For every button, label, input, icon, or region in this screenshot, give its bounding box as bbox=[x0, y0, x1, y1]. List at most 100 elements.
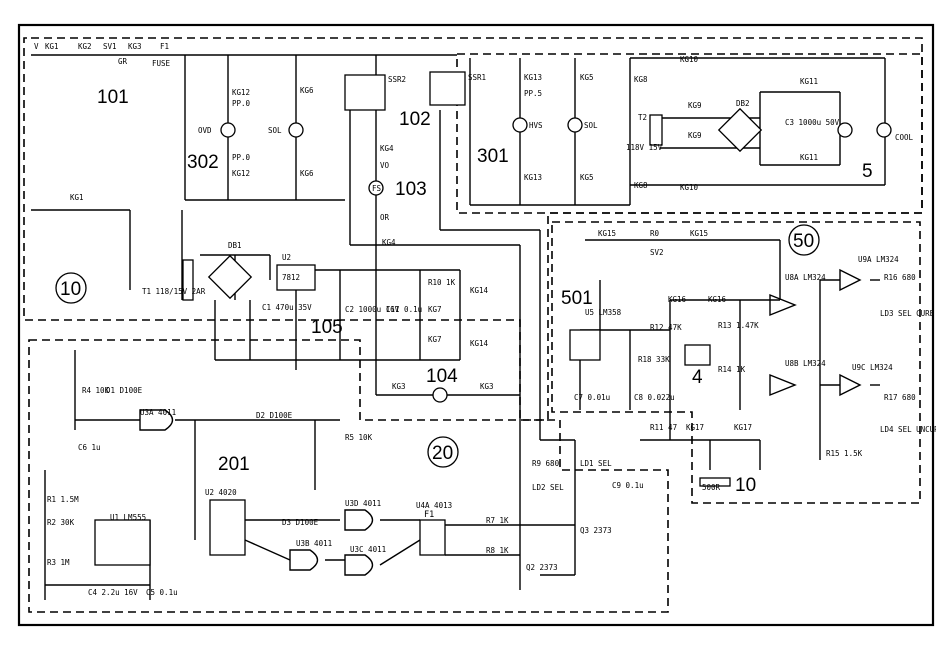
component-label: C11 0.1u bbox=[386, 305, 422, 314]
component-label: KG12 bbox=[232, 88, 250, 97]
module-20-label: 20 bbox=[432, 443, 453, 464]
component-label: R9 680 bbox=[532, 459, 560, 468]
callout-105: 105 bbox=[311, 317, 343, 338]
component-label: KG8 bbox=[634, 75, 648, 84]
component-label: D2 D100E bbox=[256, 411, 293, 420]
module-50-label: 50 bbox=[793, 231, 814, 252]
component-label: U4A 4013 bbox=[416, 501, 452, 510]
component-label: KG15 bbox=[690, 229, 708, 238]
component-label: KG6 bbox=[300, 86, 314, 95]
module-20-boundary bbox=[28, 339, 669, 613]
component-label: HVS bbox=[529, 121, 543, 130]
callout-10b: 10 bbox=[735, 475, 756, 496]
outer-frame bbox=[17, 23, 935, 627]
component-label: KG3 bbox=[392, 382, 406, 391]
component-label: KG7 bbox=[428, 335, 442, 344]
sol2-coil bbox=[567, 117, 583, 133]
component-label: LD2 SEL bbox=[532, 483, 564, 492]
component-label: F1 bbox=[160, 42, 169, 51]
bar-sensor bbox=[684, 344, 711, 366]
component-label: KG16 bbox=[708, 295, 727, 304]
component-label: KG15 bbox=[598, 229, 616, 238]
component-label: PP.0 bbox=[232, 99, 251, 108]
component-label: KG16 bbox=[668, 295, 687, 304]
u3c-gate bbox=[344, 554, 374, 576]
component-label: KG1 bbox=[45, 42, 59, 51]
component-label: KG14 bbox=[470, 286, 489, 295]
component-label: R1 1.5M bbox=[47, 495, 79, 504]
u1-timer bbox=[94, 519, 151, 566]
u3d-gate bbox=[344, 509, 374, 531]
u5-opamp bbox=[569, 329, 601, 361]
component-label: R2 30K bbox=[47, 518, 75, 527]
component-label: Q2 2373 bbox=[526, 563, 558, 572]
component-label: R16 680 bbox=[884, 273, 916, 282]
component-label: FUSE bbox=[152, 59, 171, 68]
hvs-coil bbox=[512, 117, 528, 133]
component-label: Q3 2373 bbox=[580, 526, 612, 535]
component-label: KG6 bbox=[300, 169, 314, 178]
component-label: SV1 bbox=[103, 42, 117, 51]
component-label: FS bbox=[372, 184, 382, 193]
component-label: R11 47 bbox=[650, 423, 677, 432]
component-label: 118V 15V bbox=[626, 143, 663, 152]
db1-bridge bbox=[207, 254, 253, 300]
component-label: KG17 bbox=[686, 423, 704, 432]
component-label: SOL bbox=[584, 121, 598, 130]
component-label: LD3 SEL CURE bbox=[880, 309, 935, 318]
callout-301: 301 bbox=[477, 146, 509, 167]
callout-103: 103 bbox=[395, 179, 427, 200]
fs-switch bbox=[368, 180, 384, 196]
component-label: KG7 bbox=[428, 305, 442, 314]
component-label: SV2 bbox=[650, 248, 664, 257]
component-label: R13 1.47K bbox=[718, 321, 759, 330]
component-label: VO bbox=[380, 161, 390, 170]
ovd-coil bbox=[220, 122, 236, 138]
component-label: KG9 bbox=[688, 131, 702, 140]
component-label: U5 LM358 bbox=[585, 308, 622, 317]
u4a-flipflop bbox=[419, 519, 446, 556]
component-label: C5 0.1u bbox=[146, 588, 178, 597]
component-label: U8A LM324 bbox=[785, 273, 826, 282]
u9c-opamp bbox=[839, 373, 862, 397]
component-label: U2 bbox=[282, 253, 291, 262]
t1-transformer bbox=[182, 259, 194, 301]
component-label: R4 10K bbox=[82, 386, 110, 395]
ssr1-relay bbox=[429, 71, 466, 106]
component-label: KG14 bbox=[470, 339, 489, 348]
callout-4: 4 bbox=[692, 367, 703, 388]
component-label: 500R bbox=[702, 483, 721, 492]
component-label: C2 1000u 16V bbox=[345, 305, 400, 314]
component-label: KG3 bbox=[480, 382, 494, 391]
component-label: KG10 bbox=[680, 183, 699, 192]
module-50-boundary bbox=[551, 221, 921, 504]
component-label: KG13 bbox=[524, 173, 542, 182]
components bbox=[94, 71, 892, 576]
component-label: R3 1M bbox=[47, 558, 70, 567]
callout-5: 5 bbox=[862, 161, 873, 182]
r500-pot bbox=[699, 477, 731, 487]
sol-coil bbox=[288, 122, 304, 138]
component-label: R18 33K bbox=[638, 355, 670, 364]
fan-motor bbox=[837, 122, 853, 138]
component-label: R0 bbox=[650, 229, 660, 238]
component-label: R5 10K bbox=[345, 433, 373, 442]
t2-transformer bbox=[649, 114, 663, 146]
component-label: R17 680 bbox=[884, 393, 916, 402]
component-label: U3C 4011 bbox=[350, 545, 386, 554]
module-30-boundary bbox=[456, 53, 923, 214]
u3a-gate bbox=[139, 409, 174, 431]
component-label: D3 D100E bbox=[282, 518, 319, 527]
ssr2-relay bbox=[344, 74, 386, 111]
module-10-circle bbox=[55, 272, 87, 304]
component-label: OR bbox=[380, 213, 390, 222]
component-label: 7812 bbox=[282, 273, 300, 282]
component-label: R15 1.5K bbox=[826, 449, 863, 458]
component-label: KG12 bbox=[232, 169, 250, 178]
component-label: KG5 bbox=[580, 73, 594, 82]
component-label: T2 bbox=[638, 113, 647, 122]
component-label: COOL bbox=[895, 133, 914, 142]
lamp-104 bbox=[432, 387, 448, 403]
component-label: R8 1K bbox=[486, 546, 509, 555]
component-label: U1 LM555 bbox=[110, 513, 146, 522]
